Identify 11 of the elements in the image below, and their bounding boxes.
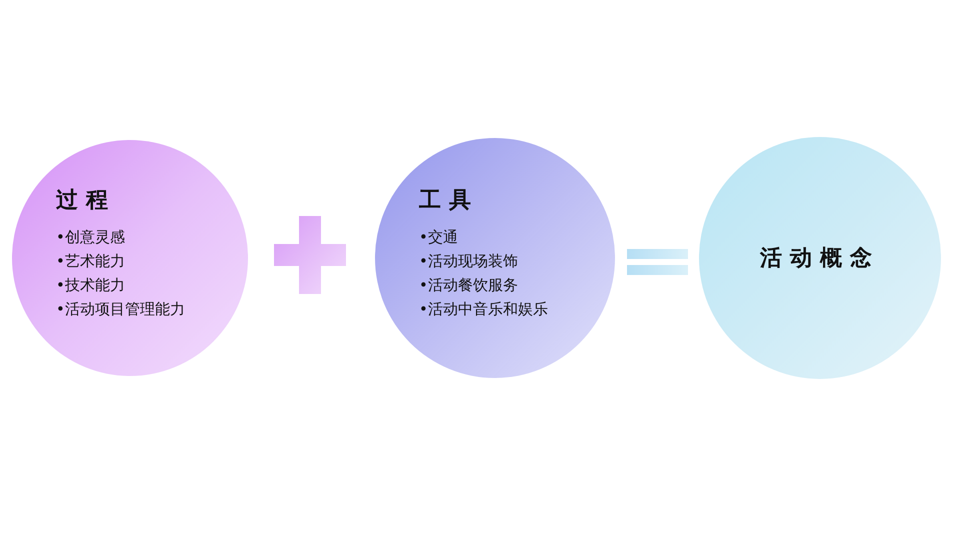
bullet-item: •活动中音乐和娱乐 xyxy=(419,300,548,319)
bullet-item: •活动餐饮服务 xyxy=(419,276,518,295)
bullet-item: •活动现场装饰 xyxy=(419,252,518,271)
bullet-item: •技术能力 xyxy=(56,276,125,295)
bullet-item: •交通 xyxy=(419,228,458,247)
bullet-item: •创意灵感 xyxy=(56,228,125,247)
bullet-item: •艺术能力 xyxy=(56,252,125,271)
circle-heading: 过程 xyxy=(56,187,116,215)
circle-heading: 活动概念 xyxy=(758,245,881,273)
bullet-item: •活动项目管理能力 xyxy=(56,300,185,319)
circle-heading: 工具 xyxy=(419,187,479,215)
